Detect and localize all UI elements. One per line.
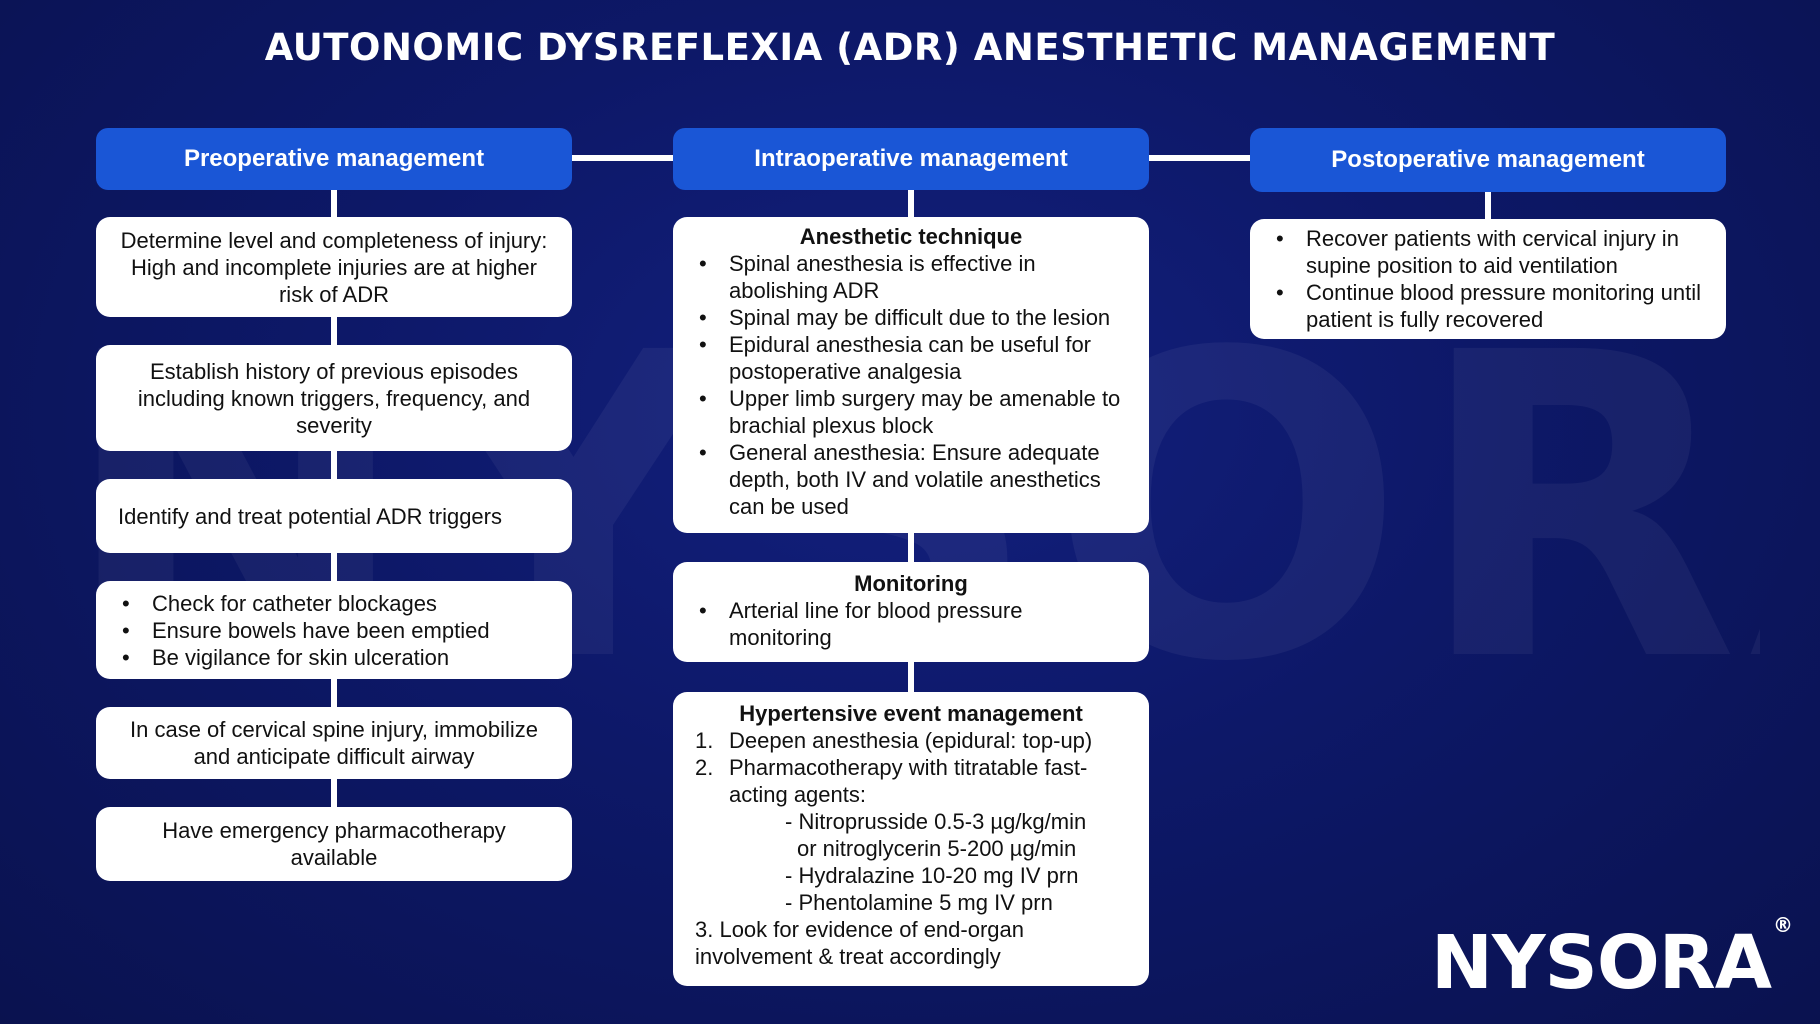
preop-card-history: Establish history of previous episodes i… [96,345,572,451]
item-number: 2. [695,755,714,780]
connector [908,533,914,562]
page-title: AUTONOMIC DYSREFLEXIA (ADR) ANESTHETIC M… [264,26,1556,69]
connector [331,553,337,581]
postop-list: Recover patients with cervical injury in… [1272,225,1704,333]
technique-title: Anesthetic technique [799,224,1023,249]
hypertensive-list: 1. Deepen anesthesia (epidural: top-up) 2… [695,727,1127,808]
connector [331,779,337,807]
intraop-column: Intraoperative management Anesthetic tec… [673,128,1149,986]
header-connector-2 [1149,155,1250,161]
intraop-card-monitoring: Monitoring Arterial line for blood press… [673,562,1149,662]
postop-header: Postoperative management [1250,128,1726,192]
list-item: Arterial line for blood pressure monitor… [695,597,1127,651]
registered-mark: ® [1773,913,1793,938]
hypertensive-title: Hypertensive event management [739,701,1083,726]
drug-nitroprusside: - Nitroprusside 0.5-3 µg/kg/min [785,809,1087,834]
list-item: General anesthesia: Ensure adequate dept… [695,439,1127,520]
connector [908,190,914,217]
drug-nitroglycerin: or nitroglycerin 5-200 µg/min [797,836,1077,861]
drug-hydralazine: - Hydralazine 10-20 mg IV prn [785,863,1079,888]
preop-card-injury-level: Determine level and completeness of inju… [96,217,572,317]
header-connector-1 [572,155,673,161]
preop-card-triggers: Identify and treat potential ADR trigger… [96,479,572,553]
list-item: Ensure bowels have been emptied [118,617,490,644]
preop-card-emergency: Have emergency pharmacotherapy available [96,807,572,881]
logo-text: NYSORA [1431,920,1772,1006]
connector [908,662,914,692]
monitoring-list: Arterial line for blood pressure monitor… [695,597,1127,651]
list-item: Spinal may be difficult due to the lesio… [695,304,1127,331]
list-item: Recover patients with cervical injury in… [1272,225,1704,279]
preop-column: Preoperative management Determine level … [96,128,572,881]
list-item: Upper limb surgery may be amenable to br… [695,385,1127,439]
preop-card-cervical: In case of cervical spine injury, immobi… [96,707,572,779]
item-text: Deepen anesthesia (epidural: top-up) [729,728,1093,753]
list-item: Spinal anesthesia is effective in abolis… [695,250,1127,304]
postop-card: Recover patients with cervical injury in… [1250,219,1726,339]
intraop-header: Intraoperative management [673,128,1149,190]
technique-list: Spinal anesthesia is effective in abolis… [695,250,1127,520]
connector [331,190,337,217]
nysora-logo: NYSORA® [1431,913,1793,1006]
monitoring-title: Monitoring [854,571,968,596]
intraop-card-technique: Anesthetic technique Spinal anesthesia i… [673,217,1149,533]
list-item: Continue blood pressure monitoring until… [1272,279,1704,333]
list-item: 2. Pharmacotherapy with titratable fast-a… [695,754,1127,808]
list-item: Epidural anesthesia can be useful for po… [695,331,1127,385]
item-text: Pharmacotherapy with titratable fast-act… [729,755,1088,807]
connector [331,451,337,479]
list-item: Check for catheter blockages [118,590,490,617]
list-item: 1. Deepen anesthesia (epidural: top-up) [695,727,1127,754]
connector [331,317,337,345]
list-item: Be vigilance for skin ulceration [118,644,490,671]
hypertensive-item-3: 3. Look for evidence of end-organ involv… [695,917,1025,969]
item-number: 1. [695,728,714,753]
drug-phentolamine: - Phentolamine 5 mg IV prn [785,890,1053,915]
preop-header: Preoperative management [96,128,572,190]
intraop-card-hypertensive: Hypertensive event management 1. Deepen a… [673,692,1149,986]
preop-card-checklist: Check for catheter blockages Ensure bowe… [96,581,572,679]
connector [331,679,337,707]
postop-column: Postoperative management Recover patient… [1250,128,1726,339]
connector [1485,192,1491,219]
preop-checklist: Check for catheter blockages Ensure bowe… [118,590,490,671]
